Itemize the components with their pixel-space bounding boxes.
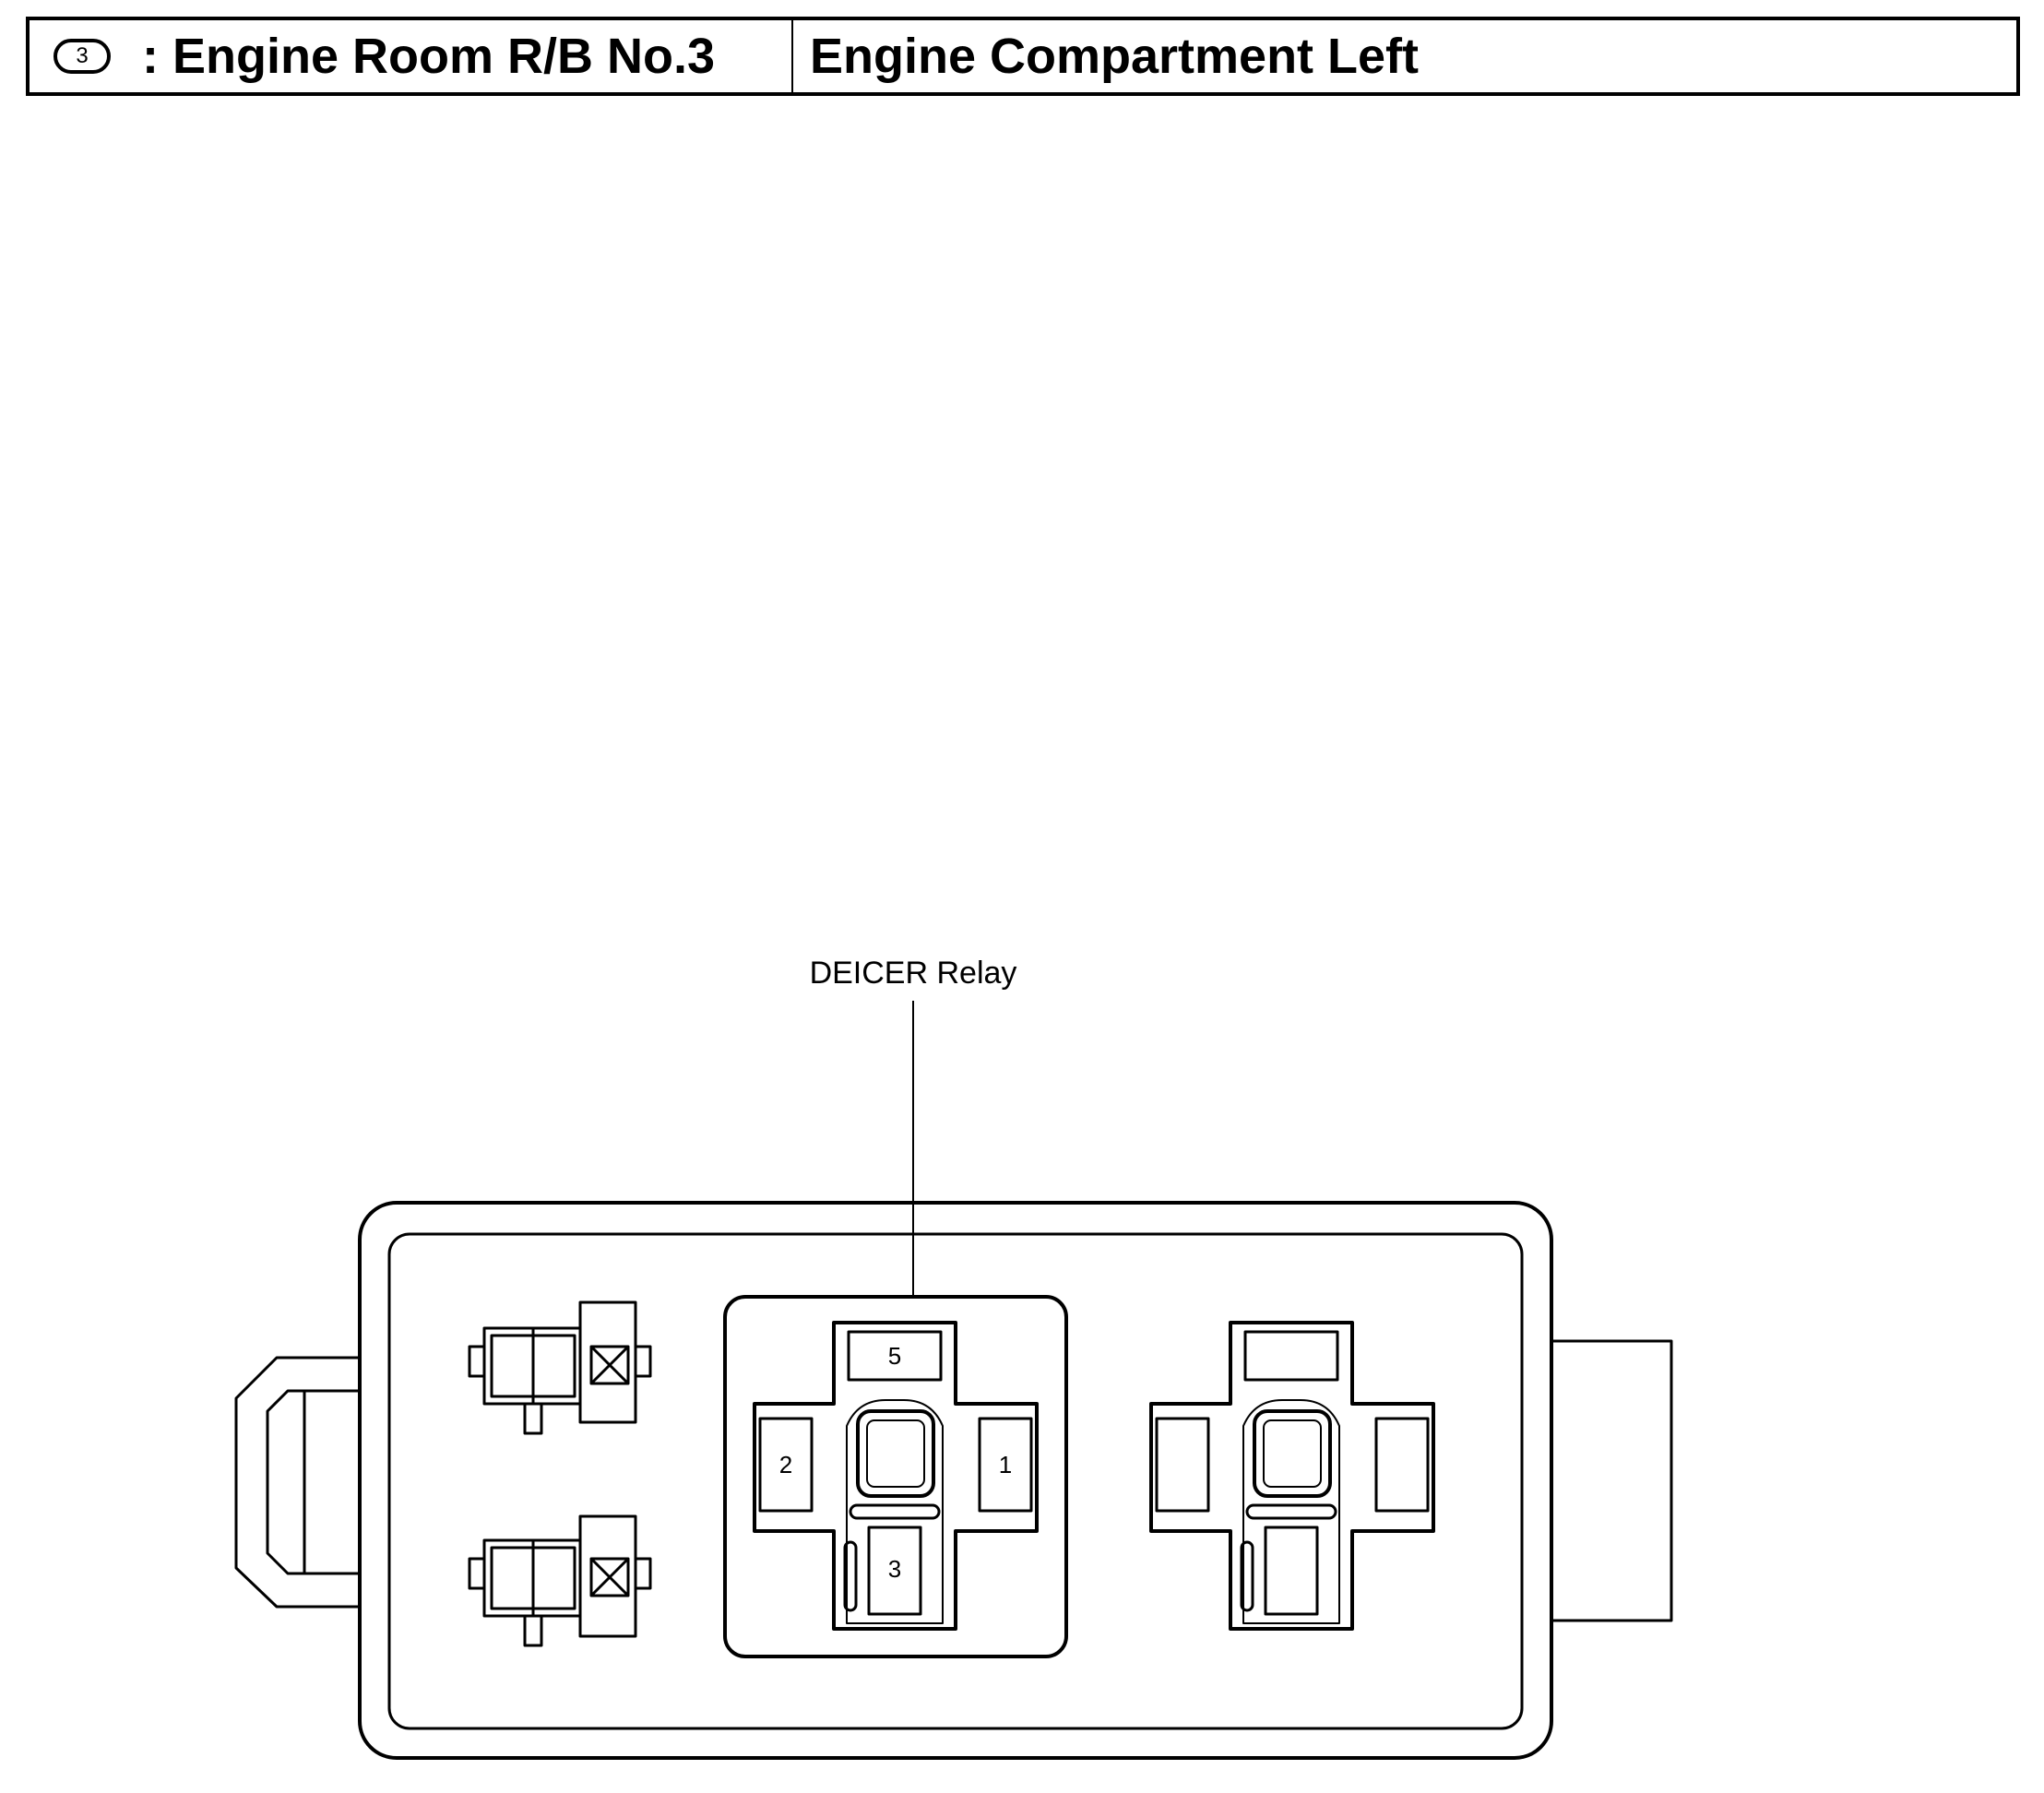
terminal-2 bbox=[758, 1417, 814, 1513]
deicer-relay-frame bbox=[723, 1295, 1068, 1658]
terminal-3 bbox=[867, 1526, 922, 1616]
terminal-1 bbox=[978, 1417, 1033, 1513]
relay-center-post bbox=[856, 1409, 935, 1498]
terminal-5 bbox=[847, 1330, 943, 1382]
relay-block-inner-wall bbox=[387, 1232, 1524, 1730]
small-connector-top bbox=[468, 1300, 652, 1435]
terminal-2-label: 2 bbox=[779, 1451, 792, 1478]
diagram-header: 3 : Engine Room R/B No.3 Engine Compartm… bbox=[26, 17, 2020, 96]
right-mounting-tab bbox=[1550, 1339, 1673, 1622]
header-location-cell: 3 : Engine Room R/B No.3 bbox=[30, 20, 793, 92]
left-mounting-tab bbox=[234, 1356, 362, 1609]
relay-block-housing bbox=[358, 1201, 1553, 1760]
spare-relay-socket bbox=[1149, 1321, 1435, 1631]
deicer-relay-socket: 5 2 1 3 bbox=[723, 1295, 1068, 1658]
location-badge: 3 bbox=[53, 39, 111, 74]
location-description: Engine Compartment Left bbox=[810, 29, 1420, 84]
small-connector-bottom bbox=[468, 1514, 652, 1647]
terminal-5-label: 5 bbox=[888, 1342, 901, 1370]
terminal-1-label: 1 bbox=[999, 1451, 1012, 1478]
deicer-relay-label: DEICER Relay bbox=[810, 956, 1017, 991]
header-description-cell: Engine Compartment Left bbox=[793, 20, 2016, 92]
location-code: : Engine Room R/B No.3 bbox=[142, 29, 715, 84]
terminal-3-label: 3 bbox=[888, 1555, 901, 1583]
